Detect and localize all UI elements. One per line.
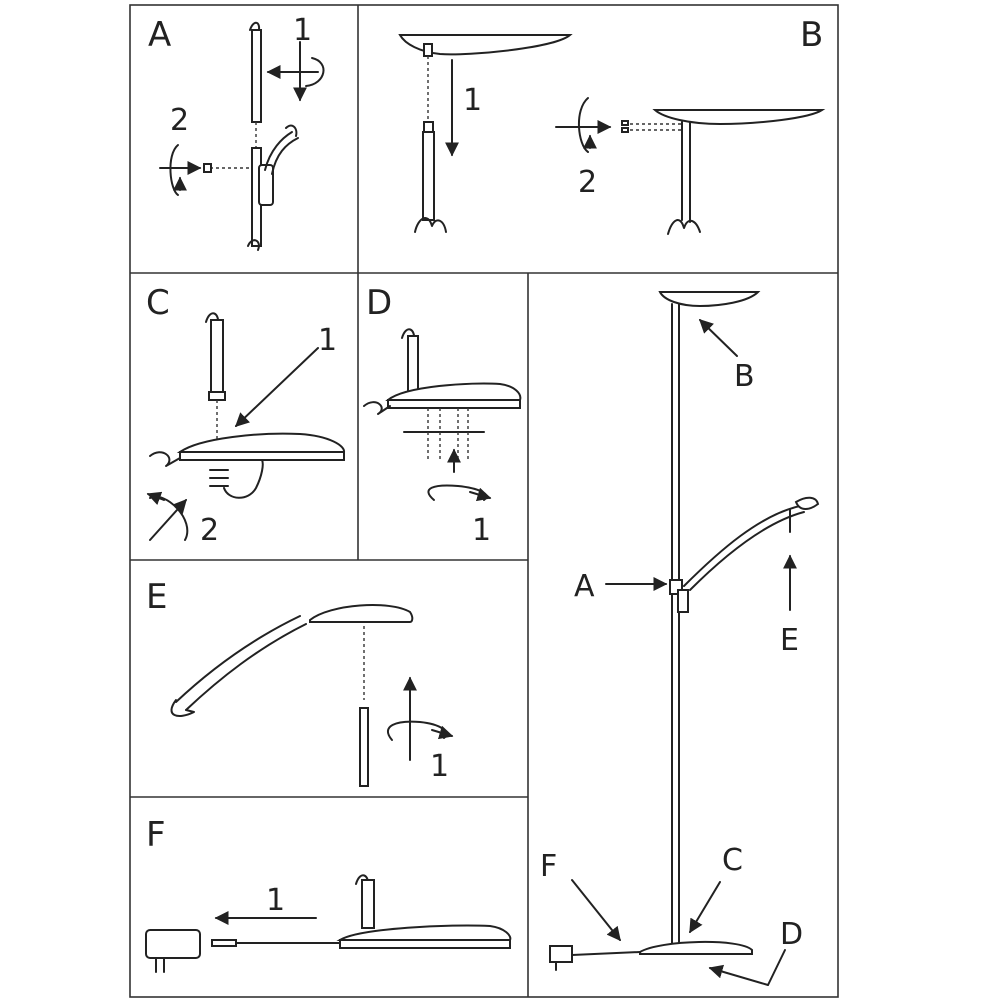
base-plate-top	[385, 382, 522, 401]
panel-f-step-1: 1	[266, 883, 285, 918]
panel-a-letter: A	[148, 15, 171, 55]
panel-a-step-1: 1	[293, 13, 312, 48]
reading-arm-joint	[258, 164, 274, 206]
pole-section	[422, 131, 435, 221]
callout-f: F	[540, 849, 557, 884]
reading-arm-flex	[264, 131, 299, 175]
panel-e-step-1: 1	[430, 749, 449, 784]
pole-bottom-section	[210, 319, 224, 393]
reading-head	[309, 604, 414, 623]
panel-d: D 1	[363, 283, 522, 548]
overview-switch	[677, 589, 689, 613]
callout-c: C	[722, 843, 743, 878]
reading-arm	[175, 615, 301, 703]
panel-b: B 1 2	[398, 15, 826, 235]
uplight-shade-installed	[652, 109, 826, 126]
panel-f-letter: F	[146, 815, 166, 855]
panel-c-step-2: 2	[200, 513, 219, 548]
panel-c: C 1 2	[146, 283, 345, 548]
panel-e-letter: E	[146, 577, 167, 617]
power-adapter	[145, 929, 201, 959]
callout-d: D	[780, 917, 803, 952]
panel-grid	[129, 4, 839, 998]
overview-uplight	[658, 291, 761, 308]
panel-e: E 1	[146, 577, 454, 787]
overview-base	[639, 940, 753, 955]
panel-b-letter: B	[800, 15, 823, 55]
panel-b-step-1: 1	[463, 83, 482, 118]
uplight-shade	[398, 34, 573, 56]
cable	[223, 459, 264, 499]
overview-reading-arm	[683, 505, 801, 587]
panel-c-step-1: 1	[318, 323, 337, 358]
callout-b: B	[734, 359, 755, 394]
callout-a: A	[574, 569, 595, 604]
pole-upper-section	[251, 29, 262, 123]
panel-c-letter: C	[146, 283, 170, 323]
overview-cable	[571, 951, 641, 956]
overview-adapter	[549, 945, 573, 963]
panel-b-step-2: 2	[578, 165, 597, 200]
base-plate	[176, 432, 345, 453]
bulb-pin	[359, 707, 369, 787]
panel-a: A 1 2	[148, 13, 325, 251]
base-plate-f	[336, 924, 512, 941]
panel-d-letter: D	[366, 283, 392, 323]
panel-f: F 1	[145, 815, 512, 973]
panel-d-step-1: 1	[472, 513, 491, 548]
panel-a-step-2: 2	[170, 103, 189, 138]
callout-e: E	[780, 623, 799, 658]
panel-overview: B A E C F D	[540, 291, 820, 986]
